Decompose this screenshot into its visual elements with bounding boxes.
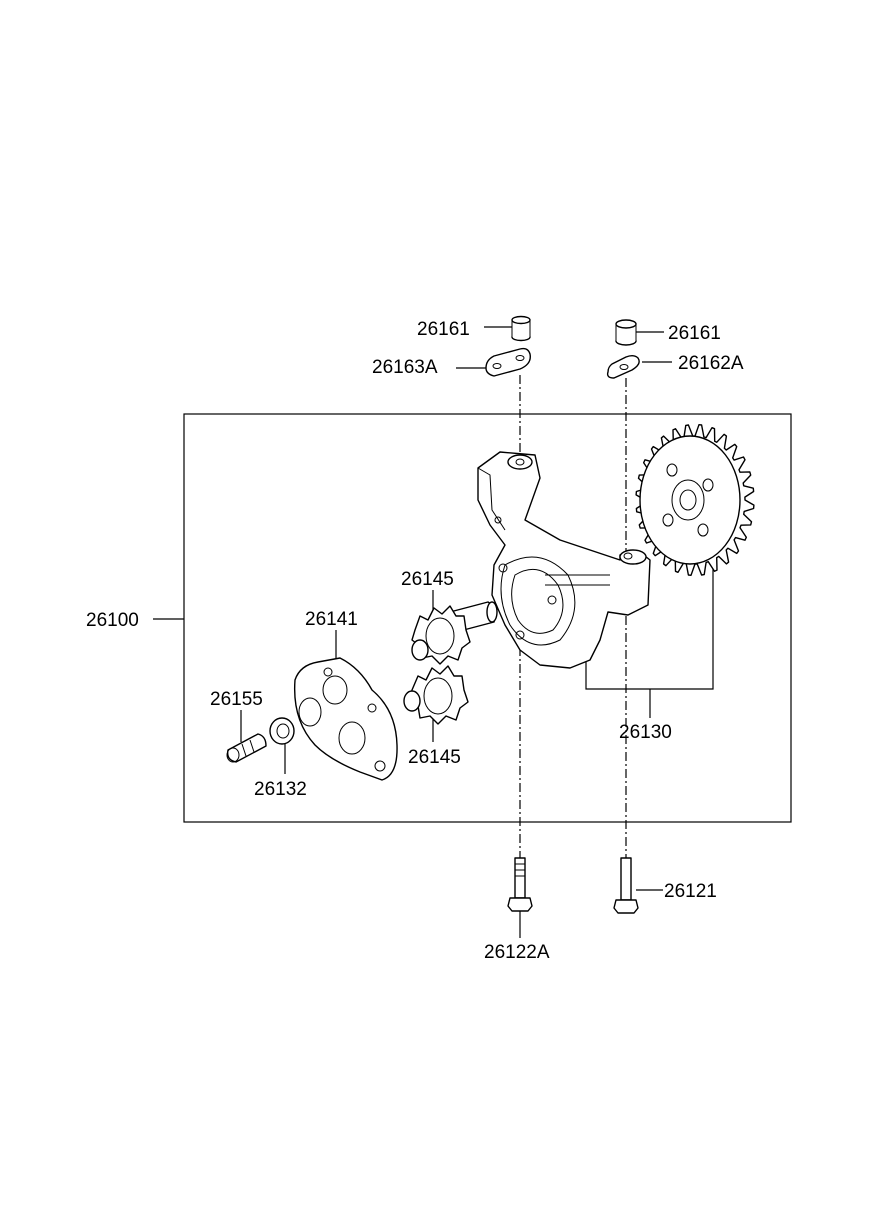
drive-sprocket [635,424,755,576]
label-26121: 26121 [664,881,717,902]
label-26145-lower: 26145 [408,747,461,768]
inner-gear-upper [411,601,498,665]
bolt-26121 [613,857,639,914]
gasket-plate-26163A [485,347,531,377]
label-26161-right: 26161 [668,323,721,344]
label-26132: 26132 [254,779,307,800]
label-26130: 26130 [619,722,672,743]
inner-gear-lower [403,665,469,725]
bolt-26122A [507,857,533,912]
gasket-plate-26162A [606,355,640,379]
label-26161-left: 26161 [417,319,470,340]
dowel-sleeve-left [511,315,531,342]
label-26122A: 26122A [484,942,550,963]
relief-valve [226,733,267,763]
part-labels: 26161 26163A 26161 26162A 26100 26141 26… [86,319,744,963]
label-26162A: 26162A [678,353,744,374]
label-26155: 26155 [210,689,263,710]
pump-cover [293,657,398,781]
label-26145-upper: 26145 [401,569,454,590]
label-26163A: 26163A [372,357,438,378]
assembly-frame [183,413,792,823]
dowel-sleeve-right [615,319,637,346]
pump-housing [477,451,651,669]
label-26141: 26141 [305,609,358,630]
washer [269,717,295,745]
label-26100: 26100 [86,610,139,631]
